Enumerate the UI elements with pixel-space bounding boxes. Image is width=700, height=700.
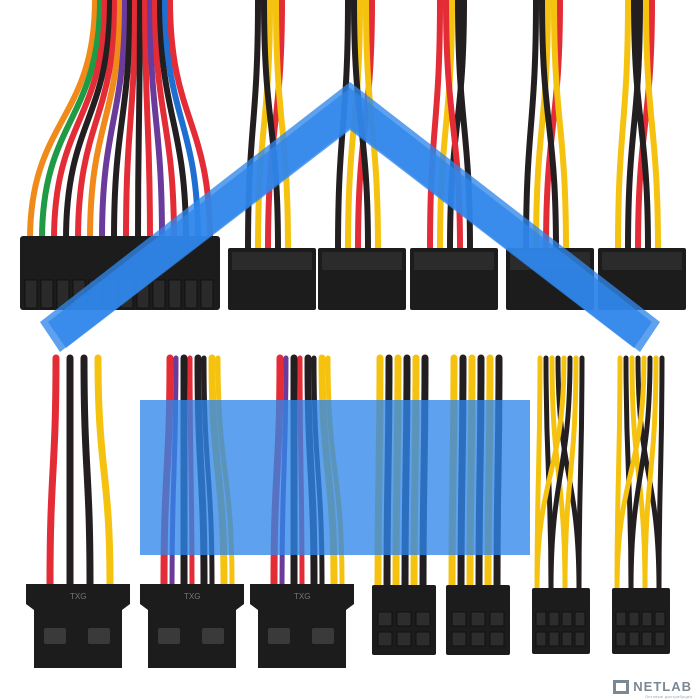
pin-slot	[615, 631, 627, 647]
wire	[614, 355, 647, 593]
wire	[642, 355, 659, 593]
molex-connector	[26, 584, 130, 668]
pin-slot	[451, 611, 467, 627]
wire	[562, 355, 579, 593]
wire	[523, 0, 539, 253]
pin-slot	[489, 631, 505, 647]
wire	[75, 0, 118, 243]
pin-slot	[396, 611, 412, 627]
pin-slot	[535, 631, 547, 647]
pin-slot	[561, 611, 573, 627]
wire	[631, 0, 651, 253]
netlab-logo-icon	[613, 679, 630, 694]
pin-slot	[377, 611, 393, 627]
pin-slot	[628, 631, 640, 647]
molex-pin-hole	[202, 628, 224, 644]
pin-slot	[641, 631, 653, 647]
wire	[533, 0, 551, 253]
pin-slot	[470, 611, 486, 627]
wire	[255, 0, 273, 253]
pin-slot	[535, 611, 547, 627]
wire	[147, 0, 165, 243]
wire	[94, 354, 114, 588]
pin-slot	[396, 631, 412, 647]
pin-slot	[24, 279, 38, 309]
watermark-tagline: Оптовые дистрибуции	[644, 694, 692, 699]
wire	[135, 0, 143, 243]
wire	[628, 355, 653, 593]
pin-slot	[40, 279, 54, 309]
pin-slot	[451, 631, 467, 647]
pin-slot	[489, 611, 505, 627]
wire	[27, 0, 98, 243]
pin-slot	[548, 631, 560, 647]
pin-slot	[548, 611, 560, 627]
pin-slot	[415, 631, 431, 647]
watermark-brand: NETLAB	[633, 679, 692, 694]
wire	[80, 354, 94, 588]
wire	[51, 0, 108, 243]
pin-slot	[615, 611, 627, 627]
wire	[543, 0, 563, 253]
wire	[123, 0, 138, 243]
pin-slot	[641, 611, 653, 627]
wire	[99, 0, 128, 243]
wire	[39, 0, 103, 243]
pin-slot	[574, 631, 586, 647]
wire	[261, 0, 281, 253]
wire	[615, 0, 631, 253]
connector-marking: TXG	[294, 592, 310, 601]
wire	[152, 0, 177, 243]
wire	[656, 355, 665, 593]
pin-slot	[184, 279, 198, 309]
wire	[643, 0, 661, 253]
molex-pin-hole	[88, 628, 110, 644]
pin-slot	[152, 279, 166, 309]
sata-connector-lip	[232, 252, 312, 270]
sata-connector-lip	[414, 252, 494, 270]
pin-slot	[654, 631, 666, 647]
pin-slot	[654, 611, 666, 627]
pin-slot	[470, 631, 486, 647]
pin-slot	[377, 631, 393, 647]
pin-slot	[415, 611, 431, 627]
wire	[576, 355, 585, 593]
molex-connector	[140, 584, 244, 668]
pin-slot	[628, 611, 640, 627]
wire	[427, 0, 443, 253]
wire	[87, 0, 123, 243]
molex-pin-hole	[158, 628, 180, 644]
molex-connector	[250, 584, 354, 668]
pin-slot	[561, 631, 573, 647]
wire	[265, 0, 285, 253]
molex-pin-hole	[268, 628, 290, 644]
wire	[157, 0, 189, 243]
wire	[273, 0, 291, 253]
wire	[625, 0, 643, 253]
wire	[46, 354, 60, 588]
pin-slot	[200, 279, 214, 309]
wire	[142, 0, 153, 243]
wire	[551, 0, 569, 253]
molex-pin-hole	[44, 628, 66, 644]
molex-pin-hole	[312, 628, 334, 644]
wire	[111, 0, 133, 243]
wire	[162, 0, 201, 243]
pin-slot	[574, 611, 586, 627]
pin-slot	[168, 279, 182, 309]
connector-marking: TXG	[184, 592, 200, 601]
connector-marking: TXG	[70, 592, 86, 601]
wire	[548, 355, 573, 593]
wire	[534, 355, 567, 593]
sata-connector-lip	[602, 252, 682, 270]
wire	[447, 0, 467, 253]
wire	[635, 0, 655, 253]
netlab-logo: NETLAB	[613, 679, 692, 694]
wire	[437, 0, 455, 253]
sata-connector-lip	[322, 252, 402, 270]
wire	[539, 0, 559, 253]
wire	[63, 0, 113, 243]
